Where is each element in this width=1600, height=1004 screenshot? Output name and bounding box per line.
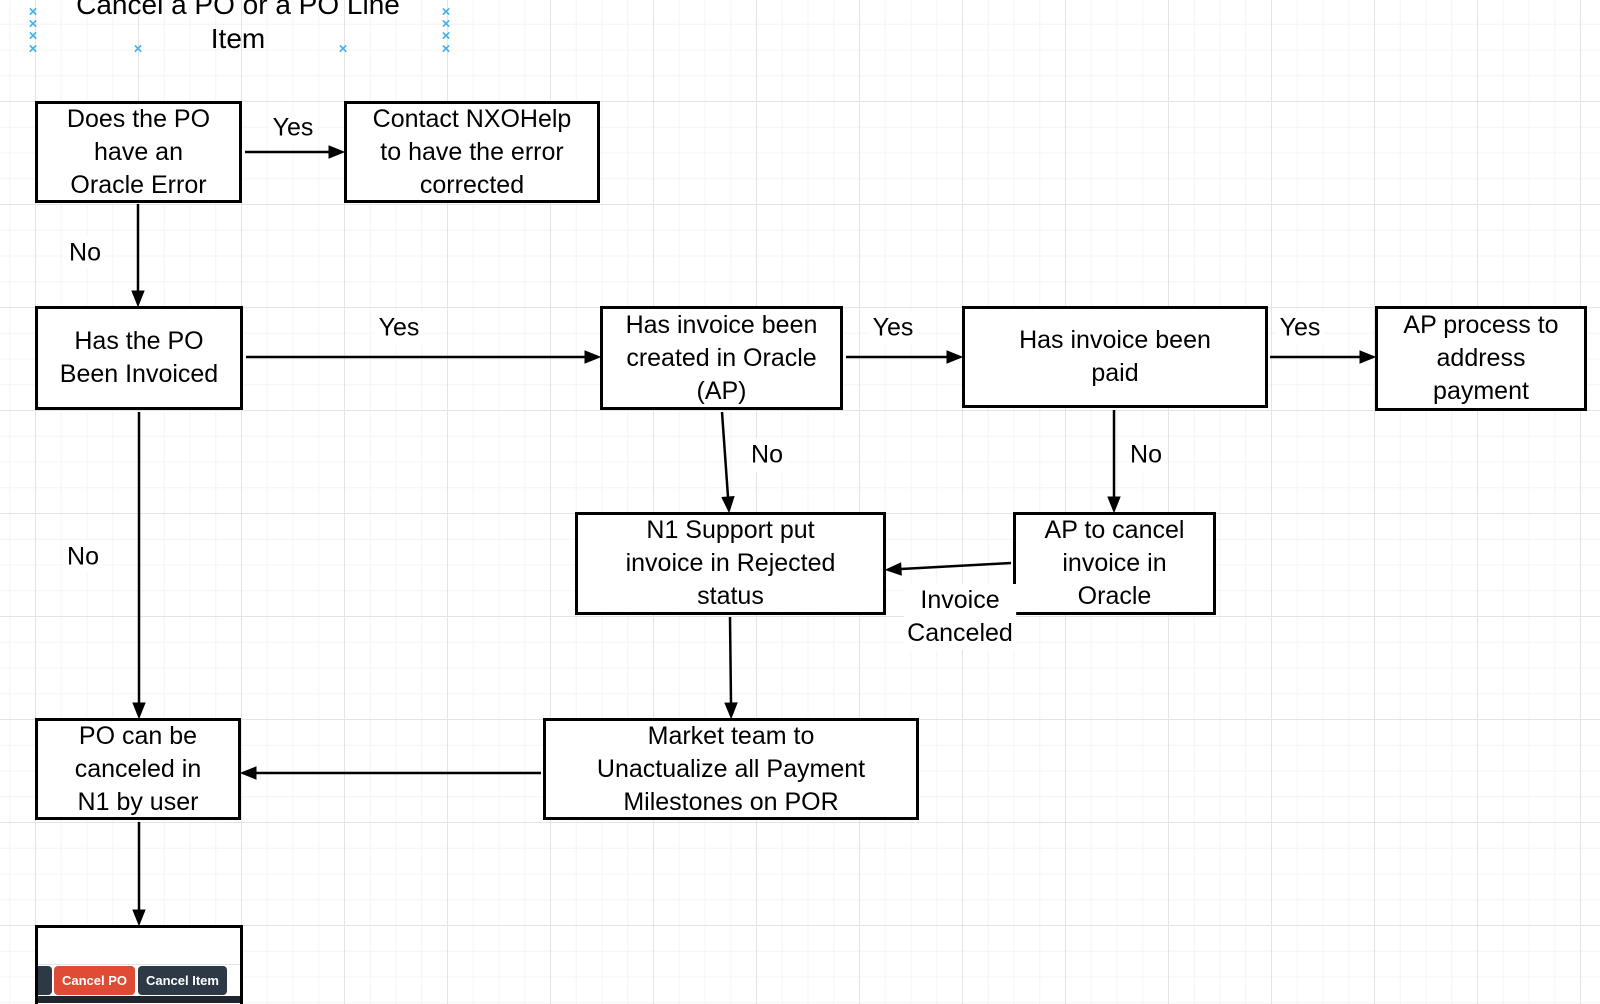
node-label: Market team to Unactualize all Payment M… bbox=[596, 721, 866, 816]
edge-label-no[interactable]: No bbox=[64, 540, 102, 574]
node-label: PO can be canceled in N1 by user bbox=[74, 721, 202, 816]
node-oracle-error[interactable]: Does the PO have an Oracle Error bbox=[35, 101, 242, 203]
screenshot-bottom-bar bbox=[38, 996, 240, 1003]
node-label: Contact NXOHelp to have the error correc… bbox=[372, 104, 572, 199]
edge-label-no[interactable]: No bbox=[1127, 438, 1165, 472]
connector-n1-to-market[interactable] bbox=[730, 616, 731, 703]
connection-point-icon: × bbox=[28, 40, 38, 58]
edge-label-yes[interactable]: Yes bbox=[869, 311, 917, 345]
node-label: Has invoice been created in Oracle (AP) bbox=[625, 310, 818, 405]
node-label: AP process to address payment bbox=[1403, 311, 1559, 405]
edge-label-yes[interactable]: Yes bbox=[1276, 311, 1324, 345]
node-label: N1 Support put invoice in Rejected statu… bbox=[625, 516, 836, 610]
connection-point-icon: × bbox=[441, 3, 451, 21]
connection-point-icon: × bbox=[28, 3, 38, 21]
edge-label-no[interactable]: No bbox=[66, 236, 104, 270]
connection-point-icon: × bbox=[133, 40, 143, 58]
connection-point-icon: × bbox=[441, 27, 451, 45]
node-label: Has the PO Been Invoiced bbox=[59, 327, 219, 388]
node-n1-support[interactable]: N1 Support put invoice in Rejected statu… bbox=[575, 512, 886, 615]
edge-label-no[interactable]: No bbox=[748, 438, 786, 472]
node-ap-cancel[interactable]: AP to cancel invoice in Oracle bbox=[1013, 512, 1216, 615]
edge-label-invoice-canceled[interactable]: Invoice Canceled bbox=[904, 584, 1016, 650]
screenshot-divider bbox=[38, 964, 240, 965]
node-po-invoiced[interactable]: Has the PO Been Invoiced bbox=[35, 306, 243, 410]
node-market-team[interactable]: Market team to Unactualize all Payment M… bbox=[543, 718, 919, 820]
node-label: AP to cancel invoice in Oracle bbox=[1044, 516, 1185, 610]
node-invoice-paid[interactable]: Has invoice been paid bbox=[962, 306, 1268, 408]
node-screenshot-cancel-buttons[interactable]: Cancel PO Cancel Item ... bbox=[35, 925, 243, 1004]
connection-point-icon: × bbox=[441, 40, 451, 58]
cancel-po-button-image: Cancel PO bbox=[54, 966, 135, 995]
edge-label-yes[interactable]: Yes bbox=[269, 111, 317, 145]
connection-point-icon: × bbox=[441, 15, 451, 33]
edge-label-yes[interactable]: Yes bbox=[375, 311, 423, 345]
cancel-item-button-image: Cancel Item bbox=[138, 966, 227, 995]
connector-invoice-canceled[interactable] bbox=[901, 561, 1012, 569]
connection-point-icon: × bbox=[28, 27, 38, 45]
node-po-cancel-n1[interactable]: PO can be canceled in N1 by user bbox=[35, 718, 241, 820]
node-contact-nxohelp[interactable]: Contact NXOHelp to have the error correc… bbox=[344, 101, 600, 203]
node-label: Does the PO have an Oracle Error bbox=[66, 104, 211, 199]
node-ap-process[interactable]: AP process to address payment bbox=[1375, 306, 1587, 411]
connector-created-no[interactable] bbox=[720, 411, 728, 497]
node-invoice-created[interactable]: Has invoice been created in Oracle (AP) bbox=[600, 306, 843, 410]
diagram-title[interactable]: Cancel a PO or a PO Line Item bbox=[76, 0, 400, 54]
connection-point-icon: × bbox=[28, 15, 38, 33]
connection-point-icon: × bbox=[338, 40, 348, 58]
partial-button-image bbox=[38, 966, 52, 995]
node-label: Has invoice been paid bbox=[1019, 326, 1211, 387]
